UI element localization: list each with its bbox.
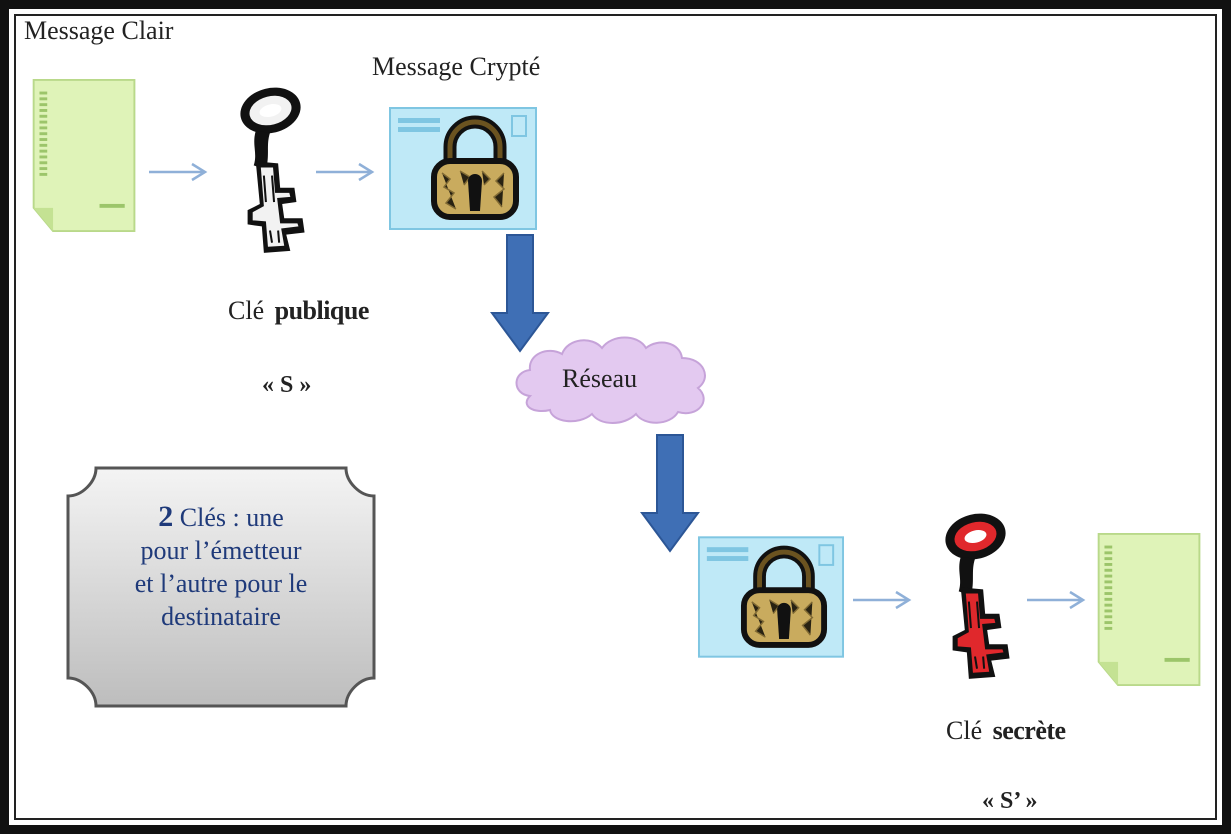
note-line-1: Clés : une [179,503,284,532]
public-key-prefix: Clé [228,296,265,325]
arrow-icon [148,162,208,182]
arrow-icon [315,162,375,182]
public-key-symbol: « S » [262,372,312,398]
network-label: Réseau [562,364,638,393]
cloud-icon [515,336,706,424]
diagram-inner-frame [14,14,1217,820]
note-number: 2 [158,500,174,533]
padlock-icon [430,115,520,220]
document-icon [30,78,140,233]
note-text: 2 Clés : une pour l’émetteur et l’autre … [62,500,380,633]
note-line-4: destinataire [161,602,281,631]
secret-key-word: secrète [992,716,1066,745]
key-icon [225,82,317,260]
public-key-label: Clé publique [228,296,369,326]
note-box [66,466,376,708]
padlock-icon [740,545,828,648]
secret-key-icon [930,508,1022,686]
secret-key-label: Clé secrète [946,716,1066,746]
clear-message-label: Message Clair [24,16,174,45]
note-line-2: pour l’émetteur [140,536,302,565]
secret-key-symbol: « S’ » [982,788,1038,814]
encrypted-message-label: Message Crypté [372,52,541,81]
down-arrow-icon [640,432,700,554]
secret-key-prefix: Clé [946,716,983,745]
note-line-3: et l’autre pour le [134,569,308,598]
arrow-icon [852,590,912,610]
arrow-icon [1026,590,1086,610]
public-key-word: publique [274,296,370,325]
document-icon [1096,532,1204,687]
